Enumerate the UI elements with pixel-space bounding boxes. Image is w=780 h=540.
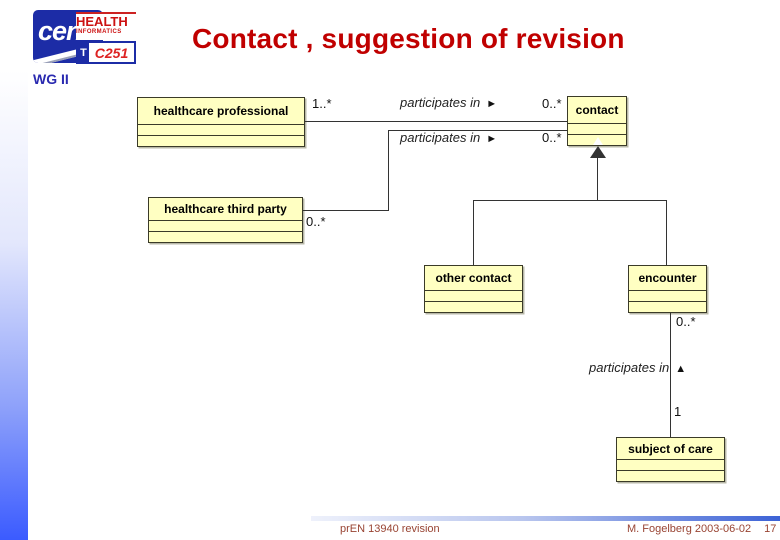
class-healthcare-professional: healthcare professional (137, 97, 305, 147)
class-name-label: subject of care (628, 441, 713, 456)
footer-document-label: prEN 13940 revision (340, 523, 440, 535)
footer-page-number: 17 (764, 523, 777, 535)
class-subject-of-care: subject of care (616, 437, 725, 482)
class-operations-compartment (629, 301, 706, 312)
class-attributes-compartment (425, 290, 522, 301)
left-gradient-stripe (0, 0, 28, 540)
association-label-text: participates in (589, 360, 670, 375)
cen-tc251-logo: cen HEALTH INFORMATICS T C251 (33, 10, 136, 64)
generalization-line (473, 200, 474, 265)
class-healthcare-third-party: healthcare third party (148, 197, 303, 243)
association-label: participates in ▲ (589, 360, 686, 375)
logo-tc-number: C251 (94, 44, 129, 61)
class-name-label: encounter (638, 271, 697, 285)
class-name-label: healthcare professional (153, 104, 289, 118)
multiplicity-label: 1..* (312, 96, 332, 111)
multiplicity-label: 0..* (542, 130, 562, 145)
association-label-text: participates in (400, 95, 481, 110)
generalization-triangle-icon (590, 137, 606, 158)
logo-tc251-panel: T C251 (76, 41, 136, 64)
up-arrow-icon: ▲ (675, 363, 687, 375)
logo-tc-letter: T (78, 43, 89, 62)
footer-gradient-bar (311, 516, 780, 521)
working-group-label: WG II (33, 71, 69, 87)
class-other-contact: other contact (424, 265, 523, 313)
generalization-triangle-fill (593, 137, 603, 145)
association-line-thirdparty-contact (388, 130, 567, 131)
footer-author-block: M. Fogelberg 2003-06-02 17 (627, 523, 776, 535)
right-arrow-icon: ► (486, 133, 498, 145)
class-operations-compartment (568, 134, 626, 145)
class-operations-compartment (138, 135, 304, 146)
multiplicity-label: 0..* (676, 314, 696, 329)
class-operations-compartment (617, 470, 724, 481)
class-operations-compartment (149, 231, 302, 242)
generalization-line (666, 200, 667, 265)
slide-title: Contact , suggestion of revision (192, 23, 625, 54)
association-line-professional-contact (305, 121, 567, 122)
association-label: participates in ► (400, 130, 497, 145)
association-line-thirdparty-contact (303, 210, 389, 211)
association-line-thirdparty-contact (388, 130, 389, 211)
association-line-encounter-subject (670, 313, 671, 437)
multiplicity-label: 1 (674, 404, 682, 419)
footer-author-date: M. Fogelberg 2003-06-02 (627, 523, 752, 535)
logo-informatics-text: INFORMATICS (76, 29, 122, 35)
class-name-label: contact (575, 103, 619, 117)
generalization-line (473, 200, 667, 201)
class-attributes-compartment (568, 123, 626, 134)
right-arrow-icon: ► (486, 98, 498, 110)
association-label-text: participates in (400, 130, 481, 145)
association-label: participates in ► (400, 95, 497, 110)
cen-logo-text: cen (38, 16, 83, 46)
logo-health-panel: HEALTH INFORMATICS (76, 12, 136, 40)
class-attributes-compartment (629, 290, 706, 301)
class-encounter: encounter (628, 265, 707, 313)
class-attributes-compartment (617, 459, 724, 470)
class-operations-compartment (425, 301, 522, 312)
logo-health-text: HEALTH (76, 14, 128, 29)
class-attributes-compartment (138, 124, 304, 135)
multiplicity-label: 0..* (542, 96, 562, 111)
class-attributes-compartment (149, 220, 302, 231)
class-name-label: other contact (435, 271, 512, 285)
class-name-label: healthcare third party (164, 202, 287, 216)
multiplicity-label: 0..* (306, 214, 326, 229)
generalization-line (597, 157, 598, 200)
